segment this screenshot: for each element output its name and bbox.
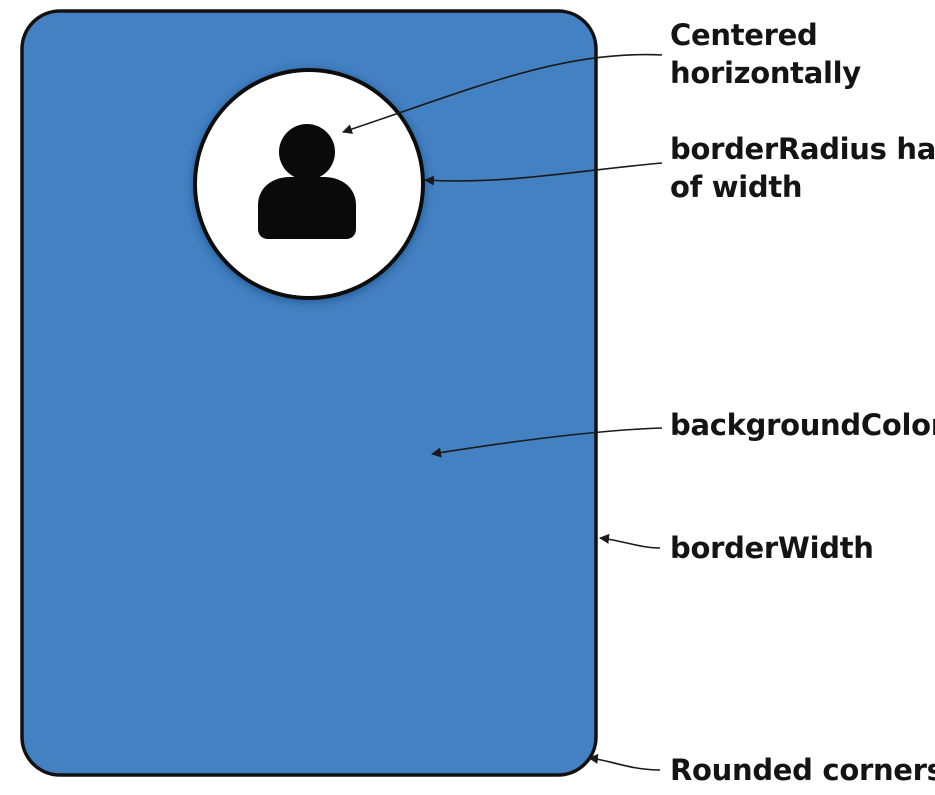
label-background-color: backgroundColor: [670, 408, 935, 442]
arrow-centered-horizontally: [342, 53, 663, 134]
arrow-background-color: [431, 427, 663, 458]
person-icon: [258, 124, 356, 239]
label-centered-line1: Centered: [670, 18, 818, 52]
label-border-width: borderWidth: [670, 531, 874, 565]
label-rounded-corners: Rounded corners: [670, 753, 935, 787]
label-border-radius: borderRadius half of width: [670, 130, 935, 206]
label-border-radius-line2: of width: [670, 170, 803, 204]
label-centered-horizontally: Centered horizontally: [670, 16, 861, 92]
label-border-radius-line1: borderRadius half: [670, 132, 935, 166]
label-centered-line2: horizontally: [670, 56, 861, 90]
arrow-border-width: [599, 533, 661, 549]
arrow-border-radius: [424, 162, 663, 186]
arrow-rounded-corners: [588, 753, 661, 771]
avatar: [193, 68, 425, 300]
profile-card: [20, 9, 598, 777]
